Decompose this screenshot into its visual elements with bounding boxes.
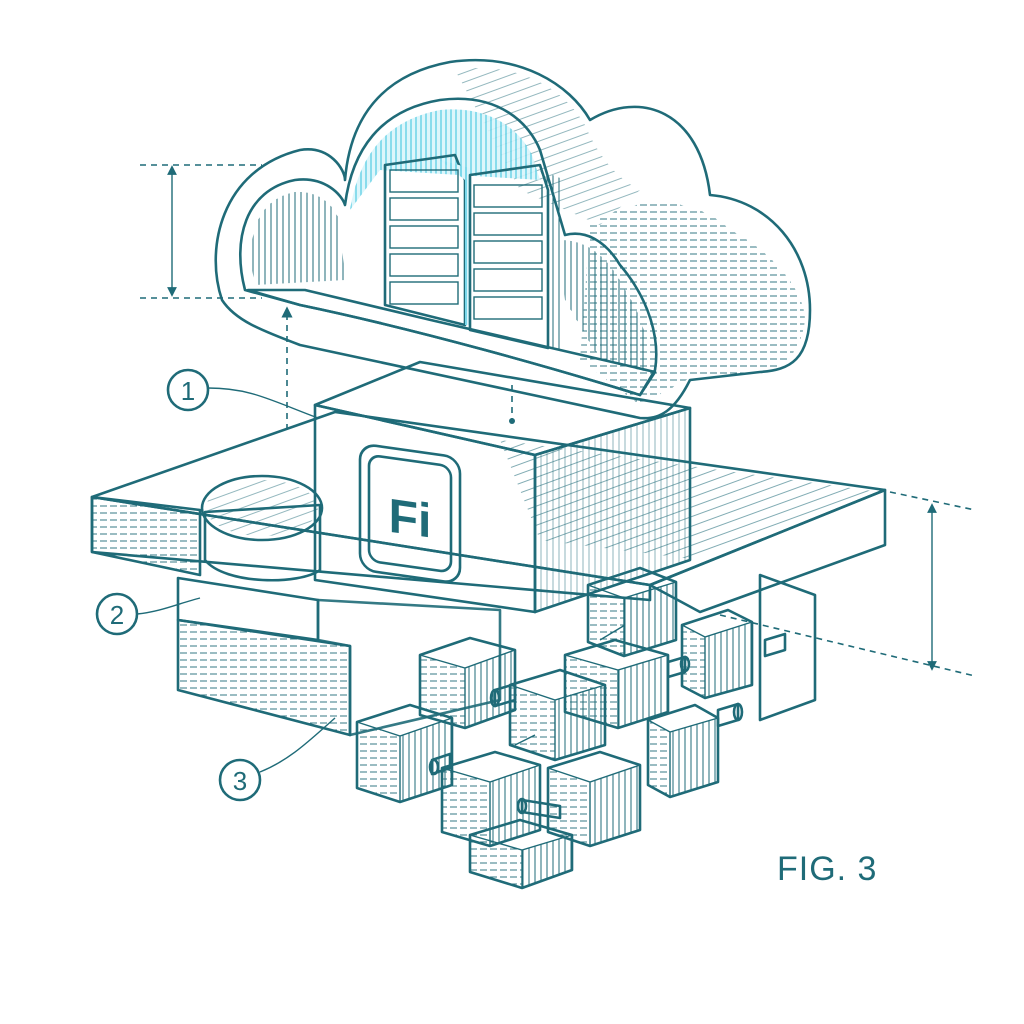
platform-right xyxy=(648,488,887,614)
callout-2: 2 xyxy=(95,592,201,636)
cube xyxy=(440,750,542,848)
callout-2-number: 2 xyxy=(110,600,124,630)
cloud-height-dimension xyxy=(140,164,262,299)
server-rack-left xyxy=(383,153,470,327)
disk-cylinder xyxy=(200,474,324,582)
callout-1-number: 1 xyxy=(181,376,195,406)
figure-caption: FIG. 3 xyxy=(777,850,877,888)
platform-height-dimension xyxy=(719,491,976,677)
cube-cluster xyxy=(355,566,787,890)
cube xyxy=(355,703,454,804)
callout-3: 3 xyxy=(218,717,336,802)
cloud-floor xyxy=(246,288,657,397)
central-module: Fi xyxy=(313,360,692,614)
cloud-outline xyxy=(214,58,812,420)
server-rack-right xyxy=(468,163,560,350)
cloud-storage xyxy=(214,58,812,420)
callout-1: 1 xyxy=(166,368,319,419)
cube xyxy=(586,566,678,658)
cube xyxy=(508,668,607,762)
cube xyxy=(468,818,574,890)
cube xyxy=(680,608,754,700)
cube-connectors xyxy=(428,624,787,820)
cube xyxy=(546,750,642,848)
fi-logo: Fi xyxy=(358,444,462,583)
callout-3-number: 3 xyxy=(233,766,247,796)
cube xyxy=(646,703,720,799)
logo-text: Fi xyxy=(389,489,432,549)
